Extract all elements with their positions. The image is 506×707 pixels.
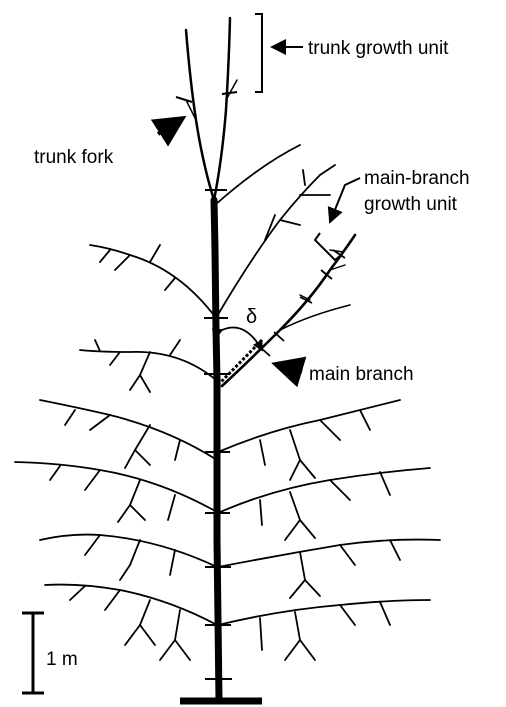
upper-right-branches — [215, 145, 335, 318]
arrow-icon — [275, 364, 302, 372]
bracket-icon — [315, 233, 341, 260]
trunk-fork-label: trunk fork — [34, 147, 114, 168]
main-branch-growth-unit-label-line2: growth unit — [364, 194, 458, 215]
left-upper-branches — [80, 245, 216, 392]
arrow-icon — [158, 118, 183, 134]
trunk — [186, 18, 237, 700]
angle-arc-icon — [222, 328, 262, 351]
bracket-icon — [255, 14, 262, 92]
main-branch-label: main branch — [309, 364, 414, 385]
lower-right-branches — [218, 400, 440, 660]
trunk-growth-unit-label: trunk growth unit — [308, 38, 449, 59]
arrow-icon — [330, 178, 360, 222]
angle-delta-label: δ — [246, 306, 257, 328]
trunk-growth-unit-ticks — [176, 92, 237, 679]
lower-left-branches — [15, 400, 217, 660]
main-branch-dotted-highlight — [218, 330, 262, 385]
scale-bar-icon — [22, 613, 44, 693]
scale-bar-label: 1 m — [46, 649, 78, 670]
main-branch-growth-unit-label-line1: main-branch — [364, 168, 470, 189]
